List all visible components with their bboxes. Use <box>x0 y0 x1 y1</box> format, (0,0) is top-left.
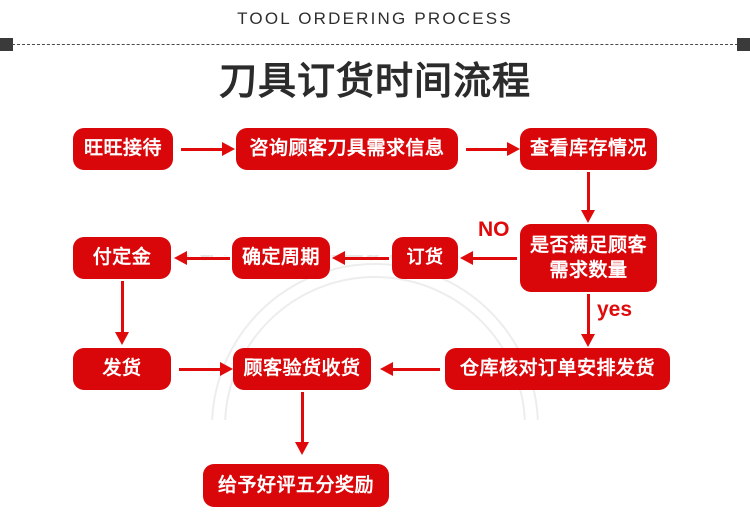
divider-cap-right <box>737 38 750 51</box>
flow-node-warehouse-verify-arrange-shipment[interactable]: 仓库核对订单安排发货 <box>445 348 670 390</box>
flow-node-confirm-cycle[interactable]: 确定周期 <box>232 237 330 279</box>
edge-label-yes: yes <box>597 298 633 321</box>
flow-node-ship-goods[interactable]: 发货 <box>73 348 171 390</box>
flow-node-give-five-star-review-reward[interactable]: 给予好评五分奖励 <box>203 464 389 507</box>
english-title: TOOL ORDERING PROCESS <box>237 9 513 28</box>
arrow-n2-to-n3 <box>466 140 520 158</box>
arrow-n5-to-n6 <box>332 249 389 267</box>
page-title: 刀具订货时间流程 <box>218 61 531 103</box>
flow-node-inquire-customer-requirements[interactable]: 咨询顾客刀具需求信息 <box>236 128 458 170</box>
arrow-n7-to-n8 <box>112 281 132 345</box>
flow-node-check-inventory[interactable]: 查看库存情况 <box>520 128 657 170</box>
flow-node-customer-inspect-receive[interactable]: 顾客验货收货 <box>233 348 371 390</box>
arrow-n4-to-n5-no <box>460 249 517 267</box>
arrow-n3-to-n4 <box>578 172 598 223</box>
arrow-n8-to-n9 <box>179 360 233 378</box>
arrow-n1-to-n2 <box>181 140 235 158</box>
divider-dashed-line <box>12 44 738 45</box>
flow-node-wangwang-reception[interactable]: 旺旺接待 <box>73 128 173 170</box>
arrow-n4-to-n10-yes <box>578 294 598 347</box>
flow-node-place-order[interactable]: 订货 <box>392 237 458 279</box>
arrow-n6-to-n7 <box>174 249 230 267</box>
arrow-n9-to-n11 <box>292 392 312 455</box>
flow-node-meets-customer-quantity-decision[interactable]: 是否满足顾客 需求数量 <box>520 224 657 292</box>
divider-cap-left <box>0 38 13 51</box>
watermark: 特瑞数控刀具 <box>175 255 575 420</box>
edge-label-no: NO <box>478 218 510 241</box>
header-divider <box>0 38 750 52</box>
arrow-n10-to-n9 <box>380 360 440 378</box>
flow-node-pay-deposit[interactable]: 付定金 <box>73 237 171 279</box>
